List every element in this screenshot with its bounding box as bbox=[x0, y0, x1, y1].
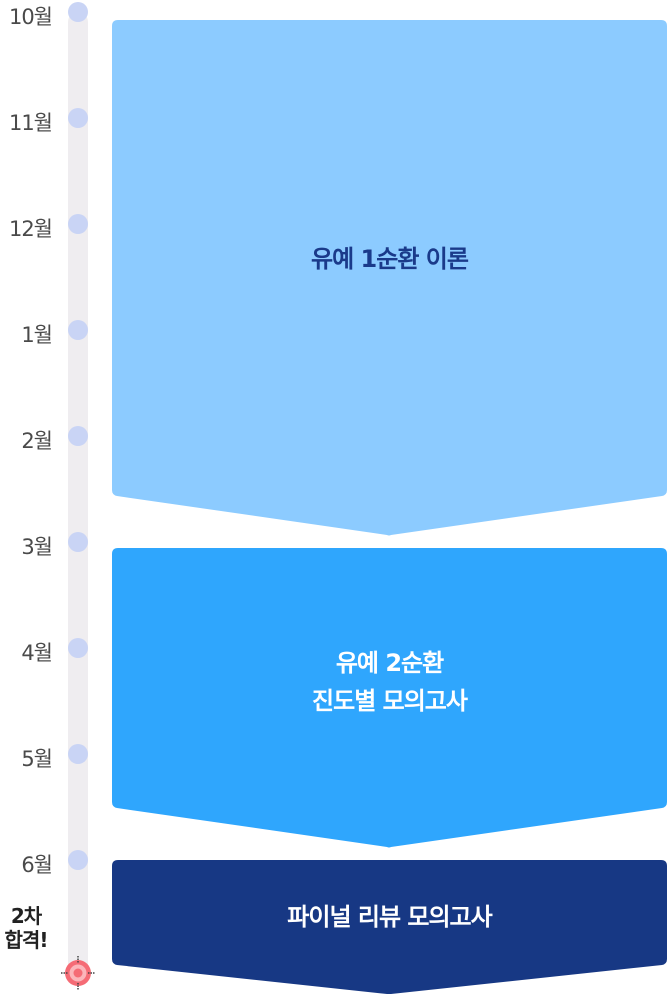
stage-2-label-line1: 유예 2순환 bbox=[335, 649, 444, 677]
month-label-may: 5월 bbox=[21, 747, 53, 771]
month-label-apr: 4월 bbox=[21, 641, 53, 665]
stage-3-label: 파이널 리뷰 모의고사 bbox=[287, 903, 492, 931]
month-dot-mar bbox=[68, 532, 88, 552]
goal-label-line2: 합격! bbox=[4, 928, 49, 952]
month-label-feb: 2월 bbox=[21, 429, 53, 453]
month-label-oct: 10월 bbox=[8, 5, 53, 29]
month-dot-jun bbox=[68, 850, 88, 870]
stage-1-label: 유예 1순환 이론 bbox=[311, 245, 469, 273]
month-label-nov: 11월 bbox=[8, 111, 53, 135]
stage-1-theory: 유예 1순환 이론 bbox=[112, 20, 667, 536]
timeline-track bbox=[68, 12, 88, 972]
stage-3-final-review: 파이널 리뷰 모의고사 bbox=[112, 860, 667, 994]
month-label-dec: 12월 bbox=[8, 217, 53, 241]
month-dot-jan bbox=[68, 320, 88, 340]
month-label-jan: 1월 bbox=[21, 323, 53, 347]
goal-label: 2차 합격! bbox=[0, 904, 52, 952]
month-dot-dec bbox=[68, 214, 88, 234]
month-dot-may bbox=[68, 744, 88, 764]
month-dot-apr bbox=[68, 638, 88, 658]
month-dot-nov bbox=[68, 108, 88, 128]
month-label-jun: 6월 bbox=[21, 853, 53, 877]
month-dot-feb bbox=[68, 426, 88, 446]
month-dot-oct bbox=[68, 2, 88, 22]
month-label-mar: 3월 bbox=[21, 535, 53, 559]
target-icon bbox=[61, 956, 95, 990]
stage-2-label-line2: 진도별 모의고사 bbox=[312, 687, 468, 715]
stage-2-mock-by-progress: 유예 2순환 진도별 모의고사 bbox=[112, 548, 667, 848]
goal-label-line1: 2차 bbox=[10, 904, 42, 928]
